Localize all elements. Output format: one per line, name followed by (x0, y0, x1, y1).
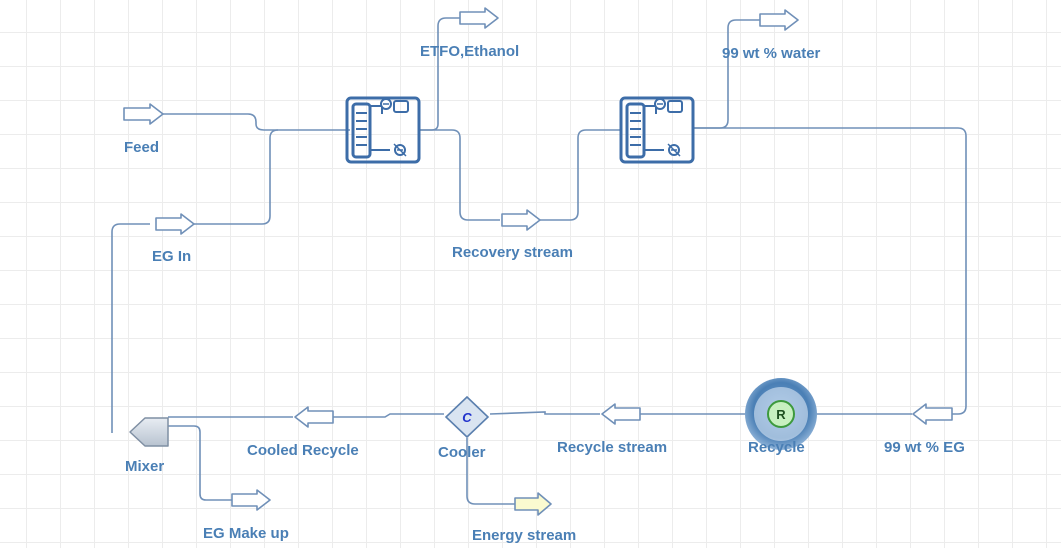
recycle-stream-arrow-icon[interactable] (601, 403, 641, 425)
water-arrow-icon[interactable] (759, 9, 799, 31)
eg-99-label: 99 wt % EG (884, 439, 965, 456)
feed-label: Feed (124, 139, 160, 156)
distillation-column-2-icon[interactable] (619, 96, 695, 164)
mixer-icon[interactable] (129, 417, 169, 447)
cooled-recycle-label: Cooled Recycle (247, 442, 359, 459)
eg-99-arrow-icon[interactable] (912, 403, 953, 425)
recycle-icon[interactable]: R (745, 378, 817, 450)
makeup-line (168, 425, 232, 501)
recycle-glyph: R (776, 407, 786, 422)
cooled-recycle-line (168, 413, 444, 418)
eg-in-line (111, 129, 279, 433)
recovery-stream-label: Recovery stream (452, 244, 573, 261)
eg-in-arrow-icon[interactable] (155, 213, 195, 235)
eg-makeup-arrow-icon[interactable] (231, 489, 271, 511)
stream-lines (111, 17, 967, 505)
cooled-recycle-arrow-icon[interactable] (294, 406, 334, 428)
eg-in-label: EG In (152, 248, 192, 265)
recovery-line (420, 129, 622, 221)
etfo-ethanol-arrow-icon[interactable] (459, 7, 499, 29)
recovery-arrow-icon[interactable] (501, 209, 541, 231)
recycle-label: Recycle (748, 439, 805, 456)
recycle-stream-label: Recycle stream (557, 439, 668, 456)
water-label: 99 wt % water (722, 45, 821, 62)
distillation-column-1-icon[interactable] (345, 96, 421, 164)
mixer-label: Mixer (125, 458, 165, 475)
energy-stream-label: Energy stream (472, 527, 577, 544)
eg-99-line (694, 127, 967, 415)
eg-makeup-label: EG Make up (203, 525, 289, 542)
etfo-ethanol-label: ETFO,Ethanol (420, 43, 520, 60)
feed-arrow-icon[interactable] (123, 103, 164, 125)
cooler-icon[interactable]: C (444, 395, 490, 439)
cooler-label: Cooler (438, 444, 486, 461)
recycle-stream-line (489, 411, 747, 415)
energy-stream-arrow-icon[interactable] (514, 492, 552, 516)
etfo-line (420, 17, 460, 131)
stream-arrows (123, 7, 953, 511)
energy-line (466, 438, 515, 505)
feed-line (163, 113, 350, 131)
water-line (694, 19, 760, 129)
cooler-glyph: C (462, 410, 472, 425)
